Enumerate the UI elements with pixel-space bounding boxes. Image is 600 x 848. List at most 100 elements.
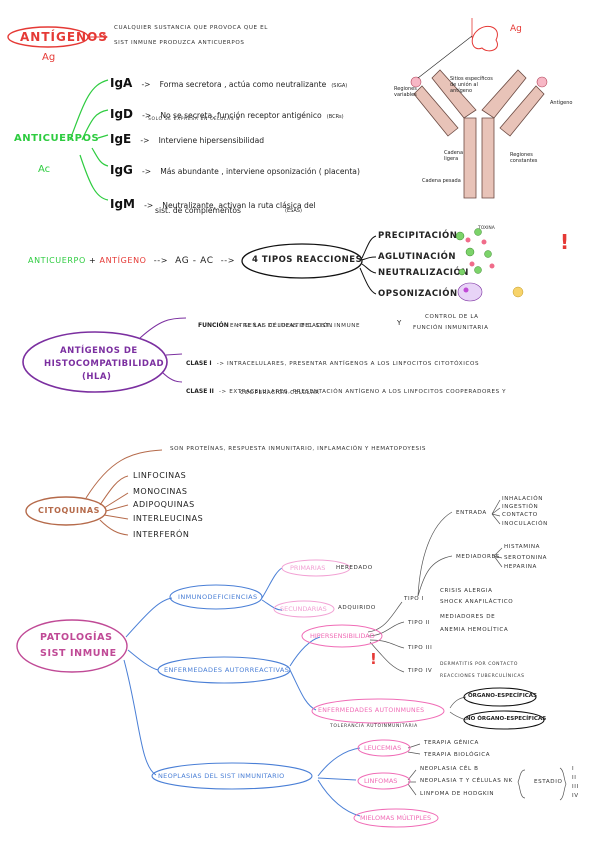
clase1-text: -> INTRACELULARES, PRESENTAR ANTÍGENOS A… [216,361,480,367]
entrada-label: ENTRADA [456,510,487,516]
reacciones-center: 4 TIPOS REACCIONES [252,255,363,265]
mielomas-label: MIELOMAS MÚLTIPLES [360,814,432,822]
tipo-2-label: TIPO II [408,620,431,626]
toxina-label: TOXINA [478,226,495,231]
hla-title-3: (HLA) [82,372,112,382]
patologias-title-1: PATOLOGÍAS [40,632,113,643]
reaccion-opsonizacion: OPSONIZACIÓN [378,289,458,299]
diagram-constant-label: Regiones constantes [510,152,538,164]
antigenos-definition-2: SIST INMUNE PRODUZCA ANTICUERPOS [114,40,245,46]
secundarias-label: SECUNDARIAS [280,605,327,613]
mediador-item: HISTAMINA [504,544,541,550]
formula-arrow-2: --> [220,256,236,265]
funcion-text-2: ENTRE LAS CÉLULAS DEL SIST. INMUNE [230,323,361,329]
autorreactivas-exclamation: ! [370,650,377,668]
secundarias-note: ADQUIRIDO [338,605,376,611]
tipo-1-label: TIPO I [404,596,424,602]
primarias-label: PRIMARIAS [290,564,326,572]
reaccion-formula: ANTICUERPO + ANTÍGENO --> AG - AC --> [28,256,239,266]
tipo-3-label: TIPO III [408,645,433,651]
ig-name: IgD [110,107,134,121]
igM-sub: sist. de complementos [155,206,242,215]
tipo-2-text-1: MEDIADORES DE [440,614,496,620]
primarias-note: HEREDADO [336,565,373,571]
citoquina-monocinas: MONOCINAS [133,487,188,496]
ig-name: IgG [110,163,133,177]
reacciones-exclamation: ! [560,230,570,254]
igA-row: IgA -> Forma secretora , actúa como neut… [110,72,347,91]
patologias-title-2: SIST INMUNE [40,648,117,659]
diagram-heavy-label: Cadena pesada [422,178,461,184]
clase2-label: CLASE II [186,388,214,395]
linfomas-item: LINFOMA DE HODGKIN [420,791,495,797]
citoquina-interleucinas: INTERLEUCINAS [133,514,204,523]
ig-arrow: -> [142,111,152,120]
ig-name: IgA [110,76,133,90]
organo-especificas: ÓRGANO-ESPECÍFICAS [468,693,537,699]
antigeno-label: ANTÍGENO [99,256,147,265]
citoquinas-title: CITOQUINAS [38,506,101,515]
ag-ac-label: AG - AC [175,256,214,266]
estadio-label: ESTADIO [534,779,563,785]
anticuerpos-abbr: Ac [38,164,51,175]
mediador-item: HEPARINA [504,564,537,570]
hla-title-1: ANTÍGENOS DE [60,346,138,356]
citoquina-linfocinas: LINFOCINAS [133,471,187,480]
tipo-4-label: TIPO IV [408,668,433,674]
hla-clase-1: CLASE I -> INTRACELULARES, PRESENTAR ANT… [186,350,479,369]
diagram-ag-label: Ag [510,24,522,34]
leucemias-label: LEUCEMIAS [364,744,402,752]
igM-note: (ESAS) [285,208,302,214]
ig-desc: Forma secretora , actúa como neutralizan… [159,80,327,89]
inmunodeficiencias-label: INMUNODEFICIENCIAS [178,593,258,601]
ig-arrow: -> [140,136,150,145]
neoplasias-label: NEOPLASIAS DEL SIST INMUNITARIO [158,772,285,780]
linfomas-item: NEOPLASIA T Y CÉLULAS NK [420,778,513,784]
reaccion-neutralizacion: NEUTRALIZACIÓN [378,268,469,278]
leucemias-item: TERAPIA GÉNICA [424,740,479,746]
plus-sign: + [89,256,97,265]
antibody-diagram: Ag Sitios específicos de unión al antíge… [392,18,588,204]
hla-title-2: HISTOCOMPATIBILIDAD [44,359,165,369]
igG-row: IgG -> Más abundante , interviene opsoni… [110,159,360,178]
ig-desc: No se secreta, función receptor antigéni… [160,111,322,120]
estadio-item: IV [572,793,579,799]
estadio-item: I [572,766,575,772]
entrada-item: INGESTIÓN [502,504,539,510]
diagram-variable-label: Regiones variables [394,86,417,98]
reaccion-precipitacion: PRECIPITACIÓN [378,231,458,241]
citoquina-adipoquinas: ADIPOQUINAS [133,500,195,509]
ig-name: IgE [110,132,132,146]
antigenos-abbr: Ag [42,52,56,63]
estadio-item: II [572,775,577,781]
no-organo-especificas: NO ÓRGANO-ESPECÍFICAS [466,716,547,722]
clase1-label: CLASE I [186,360,212,367]
entrada-item: INHALACIÓN [502,496,543,502]
reaction-doodles [455,228,524,302]
tipo-2-text-2: ANEMIA HEMOLÍTICA [440,627,509,633]
tipo-4-text-1: DERMATITIS POR CONTACTO [440,662,518,667]
diagram-light-label: Cadena ligera [444,150,464,162]
clase2-text-2: COOPERACIÓN CELULAR [240,390,320,396]
ig-name: IgM [110,197,135,211]
hla-funcion: FUNCIÓN -> SEÑAL DE IDENTIFICACIÓN [198,312,333,331]
tipo-4-text-2: REACCIONES TUBERCULÍNICAS [440,674,525,679]
antigenos-title: ANTÍGENOS [20,30,108,44]
autorreactivas-label: ENFERMEDADES AUTORREACTIVAS [164,666,290,674]
igM-row: IgM -> Neutralizante, activan la ruta cl… [110,193,316,212]
diagram-antigen-label: Antígeno [550,100,573,106]
mediadores-label: MEDIADORES [456,554,500,560]
igD-sub: SOLO SE EXPRESA EN CÉLULAS B [148,117,240,122]
funcion-y: Y [397,319,402,327]
clase2-text: -> EXTRACELULARES, PRESENTACIÓN ANTÍGENO… [218,389,507,395]
igE-row: IgE -> Interviene hipersensibilidad [110,128,264,147]
ig-desc: Interviene hipersensibilidad [158,136,265,145]
autoinmunes-note: TOLERANCIA AUTOINMUNITARIA [330,724,418,729]
ig-desc: Más abundante , interviene opsonización … [160,167,360,176]
igD-row: IgD -> No se secreta, función receptor a… [110,103,344,122]
funcion-text-4: FUNCIÓN INMUNITARIA [413,325,489,331]
ig-arrow: -> [141,80,151,89]
ig-note: (SIGA) [331,83,348,89]
formula-arrow: --> [153,256,168,265]
